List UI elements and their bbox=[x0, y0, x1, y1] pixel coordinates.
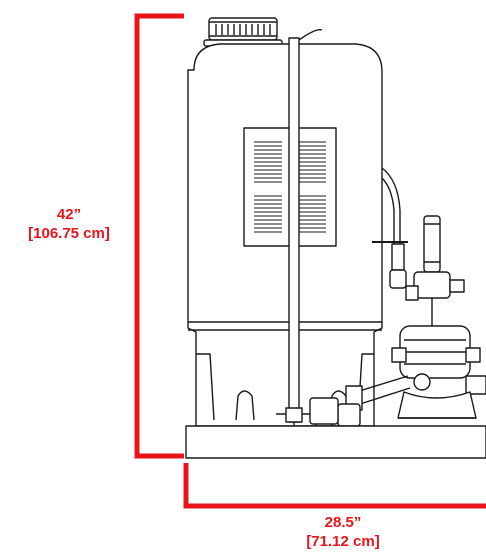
bottom-hose bbox=[309, 375, 411, 437]
pump-assembly bbox=[391, 215, 486, 419]
skid-base bbox=[185, 425, 486, 459]
height-imperial: 42” bbox=[56, 206, 82, 223]
tank-lid bbox=[203, 17, 283, 47]
width-metric: [71.12 cm] bbox=[306, 533, 380, 550]
height-dimension-line bbox=[134, 13, 184, 459]
width-imperial: 28.5” bbox=[324, 514, 362, 531]
width-dimension-label: 28.5” [71.12 cm] bbox=[283, 513, 403, 551]
height-metric: [106.75 cm] bbox=[28, 225, 110, 242]
height-dimension-label: 42” [106.75 cm] bbox=[14, 205, 124, 243]
side-pipe bbox=[372, 167, 408, 289]
width-dimension-line bbox=[183, 463, 486, 509]
